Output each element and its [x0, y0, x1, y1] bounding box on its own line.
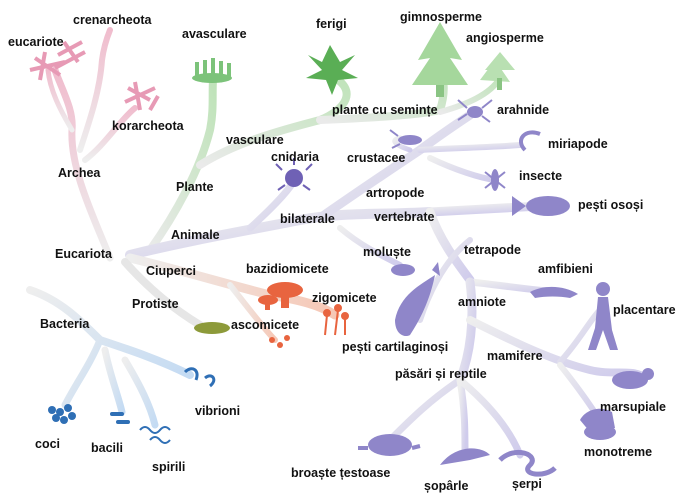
label-bacteria: Bacteria [40, 317, 89, 331]
label-protiste: Protiste [132, 297, 179, 311]
platypus-icon [584, 424, 616, 440]
mushroom-icon [258, 282, 303, 310]
label-animale: Animale [171, 228, 220, 242]
label-avasculare: avasculare [182, 27, 247, 41]
protist-icon [194, 322, 230, 334]
angiosperm-tree-icon [480, 52, 515, 90]
label-bilaterale: bilaterale [280, 212, 335, 226]
bony-fish-icon [512, 196, 570, 216]
label-bacili: bacili [91, 441, 123, 455]
bacilli-icon [110, 412, 130, 424]
label-amniote: amniote [458, 295, 506, 309]
lizard-icon [440, 448, 490, 465]
label-vibrioni: vibrioni [195, 404, 240, 418]
label-marsupiale: marsupiale [600, 400, 666, 414]
label-crustacee: crustacee [347, 151, 405, 165]
label-moluste: moluște [363, 245, 411, 259]
fern-icon [306, 45, 358, 95]
label-gimnosperme: gimnosperme [400, 10, 482, 24]
label-serpi: șerpi [512, 477, 542, 491]
label-archea: Archea [58, 166, 100, 180]
label-artropode: artropode [366, 186, 424, 200]
label-miriapode: miriapode [548, 137, 608, 151]
korarcheota-organism-icon [125, 82, 158, 110]
label-zigomicete: zigomicete [312, 291, 377, 305]
label-cnidaria: cnidaria [271, 150, 319, 164]
label-ciuperci: Ciuperci [146, 264, 196, 278]
spirilla-icon [140, 427, 170, 443]
snake-icon [500, 452, 555, 474]
label-amfibieni: amfibieni [538, 262, 593, 276]
label-vasculare: vasculare [226, 133, 284, 147]
label-spirili: spirili [152, 460, 185, 474]
label-placentare: placentare [613, 303, 676, 317]
label-monotreme: monotreme [584, 445, 652, 459]
label-bazidiomicete: bazidiomicete [246, 262, 329, 276]
label-pesti-ososi: pești osoși [578, 198, 643, 212]
label-plante: Plante [176, 180, 214, 194]
label-pesti-cartilaginosi: pești cartilaginoși [342, 340, 448, 354]
label-mamifere: mamifere [487, 349, 543, 363]
label-eucariote: eucariote [8, 35, 64, 49]
label-ascomicete: ascomicete [231, 318, 299, 332]
label-crenarcheota: crenarcheota [73, 13, 152, 27]
label-arahnide: arahnide [497, 103, 549, 117]
label-vertebrate: vertebrate [374, 210, 434, 224]
label-eucariota: Eucariota [55, 247, 112, 261]
myriapod-icon [521, 132, 540, 150]
label-tetrapode: tetrapode [464, 243, 521, 257]
turtle-icon [358, 434, 420, 456]
avascular-plant-icon [192, 58, 232, 83]
label-korarcheota: korarcheota [112, 119, 184, 133]
label-broaste-testoase: broaște țestoase [291, 466, 390, 480]
zygomycete-icon [324, 305, 348, 335]
cocci-icon [48, 404, 76, 424]
label-insecte: insecte [519, 169, 562, 183]
label-soparle: șopârle [424, 479, 468, 493]
gymnosperm-tree-icon [412, 22, 468, 97]
label-angiosperme: angiosperme [466, 31, 544, 45]
label-ferigi: ferigi [316, 17, 347, 31]
mollusk-icon [391, 264, 415, 276]
label-coci: coci [35, 437, 60, 451]
label-pasari-reptile: păsări și reptile [395, 367, 487, 381]
label-plante-seminte: plante cu semințe [332, 103, 438, 117]
